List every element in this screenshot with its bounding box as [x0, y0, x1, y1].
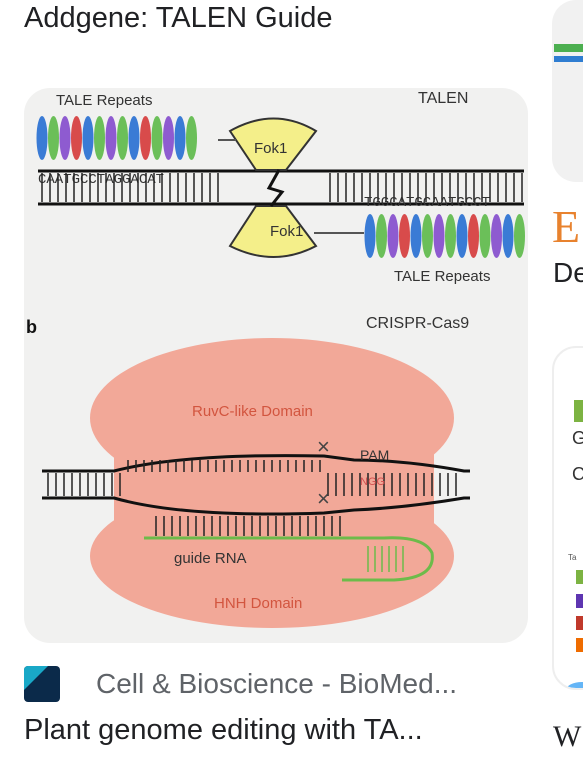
- cut-mark-bottom: ×: [317, 486, 330, 511]
- next-result-image[interactable]: [552, 0, 583, 182]
- result-title[interactable]: Plant genome editing with TA...: [24, 714, 423, 746]
- next-result-image-2[interactable]: G C Ta: [552, 346, 583, 690]
- result-image[interactable]: TALE Repeats TALEN CAATGCCTAGGACAT TGGCA…: [24, 88, 528, 643]
- sequence-top: CAATGCCTAGGACAT: [38, 172, 164, 188]
- tale-repeat-top: [36, 116, 48, 160]
- fok1-bottom-shape: [228, 205, 318, 258]
- tale-repeat-top: [82, 116, 94, 160]
- source-name[interactable]: Cell & Bioscience - BioMed...: [96, 668, 458, 699]
- guide-rna-label: guide RNA: [174, 550, 247, 567]
- tale-repeats-bottom: [364, 214, 525, 258]
- source-row[interactable]: Cell & Bioscience - BioMed...: [24, 666, 457, 702]
- panel-b-label: b: [26, 317, 37, 337]
- tale-repeat-top: [71, 116, 82, 160]
- tale-repeat-top: [117, 116, 128, 160]
- tale-repeat-bottom: [433, 214, 445, 258]
- sequence-bottom: TGGCATGCAATGCCT: [364, 195, 490, 211]
- tale-repeat-bottom: [456, 214, 468, 258]
- tale-repeat-bottom: [376, 214, 387, 258]
- ruvc-label: RuvC-like Domain: [192, 403, 313, 420]
- tale-repeat-top: [151, 116, 163, 160]
- tale-repeat-top: [59, 116, 71, 160]
- pam-sequence: NGG: [360, 476, 385, 488]
- tale-repeats-top: [36, 116, 197, 160]
- tale-repeat-bottom: [514, 214, 525, 258]
- next-result-text[interactable]: De: [553, 257, 583, 288]
- pam-label: PAM: [360, 447, 389, 463]
- talen-label: TALEN: [418, 90, 468, 107]
- crispr-label: CRISPR-Cas9: [366, 315, 469, 332]
- tale-repeat-bottom: [445, 214, 456, 258]
- next-result-title-2[interactable]: W: [553, 720, 582, 753]
- tale-repeat-top: [186, 116, 197, 160]
- tale-repeat-top: [140, 116, 151, 160]
- card2-g: G: [572, 428, 583, 448]
- tale-repeat-top: [163, 116, 174, 160]
- tale-repeat-bottom: [364, 214, 376, 258]
- card2-c: C: [572, 464, 583, 484]
- fok1-top-shape: [228, 117, 318, 171]
- fok1-top-label: Fok1: [254, 140, 287, 157]
- tale-repeat-top: [128, 116, 140, 160]
- tale-repeat-bottom: [422, 214, 433, 258]
- tale-repeat-bottom: [387, 214, 399, 258]
- hnh-label: HNH Domain: [214, 595, 302, 612]
- next-result-logo-letter: E: [552, 201, 581, 252]
- fok1-bottom-label: Fok1: [270, 223, 303, 240]
- tale-repeat-top: [94, 116, 105, 160]
- top-result-title[interactable]: Addgene: TALEN Guide: [24, 2, 333, 34]
- tale-repeat-top: [174, 116, 186, 160]
- tale-repeat-bottom: [479, 214, 491, 258]
- tale-repeat-bottom: [410, 214, 422, 258]
- tale-repeat-bottom: [399, 214, 410, 258]
- tale-repeats-bottom-label: TALE Repeats: [394, 268, 490, 285]
- tale-repeat-bottom: [502, 214, 514, 258]
- tale-repeat-top: [105, 116, 117, 160]
- cut-mark-top: ×: [317, 434, 330, 459]
- tale-repeat-top: [48, 116, 59, 160]
- guide-rna-strand: [144, 536, 434, 582]
- source-logo-icon: [24, 666, 60, 702]
- tale-repeat-bottom: [491, 214, 502, 258]
- card2-ta: Ta: [568, 553, 577, 562]
- tale-repeats-top-label: TALE Repeats: [56, 92, 152, 109]
- tale-repeat-bottom: [468, 214, 479, 258]
